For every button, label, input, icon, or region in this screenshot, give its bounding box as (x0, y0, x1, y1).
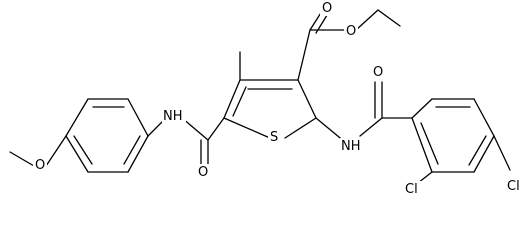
carboxamide-nitrogen: NH (163, 109, 183, 124)
ring-bond-6-inner (420, 122, 439, 165)
methoxy-oxygen: O (35, 158, 45, 173)
ester-carbonyl-oxygen: O (322, 1, 332, 16)
ring-bond-4-inner (468, 135, 487, 166)
ring2-bond-6 (127, 98, 149, 137)
molecule-canvas: O O O NH S O NH Cl Cl O (9, 0, 524, 197)
thiophene-sulfur: S (270, 130, 278, 145)
ring2-bond-4 (65, 98, 89, 137)
ring-bond-1 (411, 98, 433, 119)
atom-labels: O O O NH S O NH Cl Cl O (33, 0, 524, 197)
carboxamide-oxygen: O (198, 165, 208, 180)
ethyl-ester-group (297, 7, 401, 81)
thiophene-ring (223, 79, 317, 139)
ring2-bond-3-inner (73, 135, 93, 165)
bond-c5-carbonyl (207, 117, 225, 141)
dichlorobenzamide-group (315, 81, 511, 184)
bond-c2-s (284, 117, 317, 139)
ring2-bond-3 (65, 135, 89, 173)
bond-omethoxy-ch3 (9, 151, 35, 167)
bond-c5-c4 (223, 79, 241, 119)
bond-c3-c2 (297, 79, 317, 119)
ring2-bond-1 (127, 135, 149, 173)
bond-oether-ch2 (355, 9, 379, 31)
bond-cl-para (493, 135, 511, 171)
ring-bond-4 (473, 135, 495, 173)
bond-c5-c4-inner (232, 86, 247, 117)
ring-bond-3 (473, 98, 495, 137)
bond-ch2-ch3 (377, 9, 401, 27)
benzamide-nitrogen: NH (341, 139, 361, 154)
bond-ring-omethoxy (45, 135, 67, 167)
ring-bond-6 (411, 117, 433, 173)
methoxyphenyl-amide-group (9, 98, 225, 173)
bond-c3-carbonyl (297, 29, 311, 81)
benzamide-carbonyl-oxygen: O (373, 65, 383, 80)
structure-diagram: O O O NH S O NH Cl Cl O (9, 0, 524, 197)
chlorine-ortho: Cl (405, 182, 418, 197)
ester-ether-oxygen: O (346, 24, 356, 39)
chlorine-para: Cl (507, 179, 520, 194)
bond-s-c5 (223, 117, 271, 139)
bond-carbonyl-nh (181, 117, 209, 141)
bond-nh-carbonyl (359, 117, 383, 137)
ring2-bond-1-inner (123, 135, 141, 165)
